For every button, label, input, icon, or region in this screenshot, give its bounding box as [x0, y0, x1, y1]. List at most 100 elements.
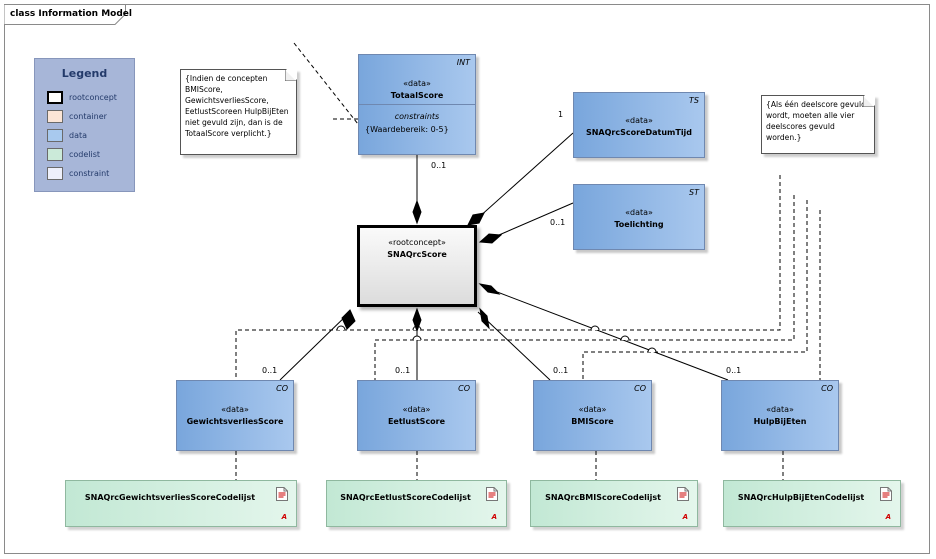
type-tag: CO: [821, 384, 833, 393]
multiplicity-hulp: 0..1: [726, 366, 742, 375]
multiplicity-bmi: 0..1: [553, 366, 569, 375]
frame-tab: [4, 4, 126, 25]
codelist-name: SNAQrcGewichtsverliesScoreCodelijst: [84, 493, 256, 502]
legend-label-codelist: codelist: [69, 150, 101, 159]
note-line: niet gevuld zijn, dan is de: [185, 118, 283, 127]
multiplicity-eetlust: 0..1: [395, 366, 411, 375]
abstract-flag: A: [491, 513, 497, 521]
stereotype: «data»: [625, 208, 653, 217]
stereotype: «data»: [402, 405, 431, 414]
class-hulpbijeten[interactable]: CO «data» HulpBijEten: [721, 380, 839, 451]
multiplicity-totaal: 0..1: [431, 161, 447, 170]
diamond-eetlust: [412, 307, 422, 333]
class-name: SNAQrcScore: [387, 250, 447, 259]
diamond-gewichtsverlies: [341, 309, 356, 330]
class-snaqrcscore-root[interactable]: «rootconcept» SNAQrcScore: [357, 225, 477, 307]
codelist-name: SNAQrcHulpBijEtenCodelijst: [737, 493, 865, 502]
constraint-note-deelscores[interactable]: {Als één deelscore gevuld wordt, moeten …: [761, 95, 875, 154]
constraint-link-2: [374, 195, 795, 380]
diamond-totaal: [412, 199, 422, 225]
class-gewichtsverliesscore[interactable]: CO «data» GewichtsverliesScore: [176, 380, 294, 451]
type-tag: INT: [456, 58, 470, 67]
note-line: {Als één deelscore gevuld: [766, 100, 866, 109]
note-fold-line: [863, 96, 874, 107]
note-fold: [286, 69, 297, 80]
frame-title: class Information Model: [10, 9, 132, 19]
codelist-bmiscore[interactable]: SNAQrcBMIScoreCodelijst A: [530, 480, 698, 527]
abstract-flag: A: [682, 513, 688, 521]
legend-label-constraint: constraint: [69, 169, 110, 178]
type-tag: CO: [634, 384, 646, 393]
class-bmiscore[interactable]: CO «data» BMIScore: [533, 380, 652, 451]
abstract-flag: A: [281, 513, 287, 521]
note-line: GewichtsverliesScore,: [185, 96, 269, 105]
edge-hulp: [491, 289, 729, 381]
compartment-divider: [359, 104, 475, 105]
class-snaqrcscoredatumtijd[interactable]: TS «data» SNAQrcScoreDatumTijd: [573, 92, 705, 158]
diamond-bmi: [479, 307, 490, 330]
legend: Legend rootconcept container data codeli…: [34, 58, 135, 192]
type-tag: ST: [689, 188, 699, 197]
legend-label-container: container: [69, 112, 107, 121]
stereotype: «data»: [766, 405, 794, 414]
document-icon: [677, 487, 689, 501]
note-line: BMIScore,: [185, 85, 223, 94]
codelist-gewichtsverliesscore[interactable]: SNAQrcGewichtsverliesScoreCodelijst A: [65, 480, 297, 527]
codelist-name: SNAQrcBMIScoreCodelijst: [545, 493, 661, 502]
legend-swatch-constraint: [47, 167, 63, 180]
legend-swatch-data: [47, 129, 63, 142]
class-eetlustscore[interactable]: CO «data» EetlustScore: [357, 380, 476, 451]
note-left-anchor: [293, 42, 359, 125]
diamond-datumtijd: [467, 212, 485, 226]
class-name: TotaalScore: [390, 91, 444, 100]
constraints-header: constraints: [394, 112, 440, 121]
legend-label-rootconcept: rootconcept: [69, 93, 117, 102]
document-icon: [486, 487, 498, 501]
multiplicity-datumtijd: 1: [558, 110, 564, 119]
class-name: GewichtsverliesScore: [186, 417, 284, 426]
stereotype: «data»: [221, 405, 249, 414]
edge-gewichtsverlies: [279, 311, 351, 381]
diamond-toelichting: [478, 233, 503, 244]
diagram-frame: [4, 4, 930, 554]
note-line: EetlustScoreen HulpBijEten: [185, 107, 289, 116]
class-name: SNAQrcScoreDatumTijd: [585, 128, 693, 137]
codelist-name: SNAQrcEetlustScoreCodelijst: [340, 493, 471, 502]
class-toelichting[interactable]: ST «data» Toelichting: [573, 184, 705, 250]
legend-swatch-container: [47, 110, 63, 123]
class-name: EetlustScore: [387, 417, 446, 426]
class-totaalscore[interactable]: INT «data» TotaalScore constraints {Waar…: [358, 54, 476, 155]
type-tag: TS: [689, 96, 699, 105]
note-line: {Indien de concepten: [185, 74, 268, 83]
type-tag: CO: [276, 384, 288, 393]
note-line: wordt, moeten alle vier: [766, 111, 855, 120]
edge-toelichting: [491, 202, 574, 239]
stereotype: «data»: [403, 79, 431, 88]
abstract-flag: A: [885, 513, 891, 521]
constraint-link-1: [235, 175, 781, 380]
note-fold-line: [285, 70, 296, 81]
stereotype: «data»: [625, 116, 653, 125]
type-tag: CO: [458, 384, 470, 393]
document-icon: [880, 487, 892, 501]
class-name: Toelichting: [614, 220, 664, 229]
diamond-hulp: [478, 283, 501, 295]
note-fold: [864, 95, 875, 106]
stereotype: «rootconcept»: [388, 238, 446, 247]
note-line: deelscores gevuld worden.}: [766, 122, 835, 142]
constraint-note-totaalscore[interactable]: {Indien de concepten BMIScore, Gewichtsv…: [180, 69, 297, 155]
multiplicity-gewichtsverlies: 0..1: [262, 366, 278, 375]
legend-title: Legend: [61, 67, 108, 80]
legend-label-data: data: [69, 131, 88, 140]
codelist-eetlustscore[interactable]: SNAQrcEetlustScoreCodelijst A: [326, 480, 507, 527]
constraint-waardebereik: {Waardebereik: 0-5}: [365, 125, 449, 134]
document-icon: [276, 487, 288, 501]
legend-swatch-codelist: [47, 148, 63, 161]
edge-datumtijd: [477, 132, 574, 219]
note-line: TotaalScore verplicht.}: [185, 129, 272, 138]
class-name: BMIScore: [571, 417, 614, 426]
stereotype: «data»: [578, 405, 607, 414]
codelist-hulpbijeten[interactable]: SNAQrcHulpBijEtenCodelijst A: [723, 480, 901, 527]
edge-bmi: [477, 311, 551, 381]
